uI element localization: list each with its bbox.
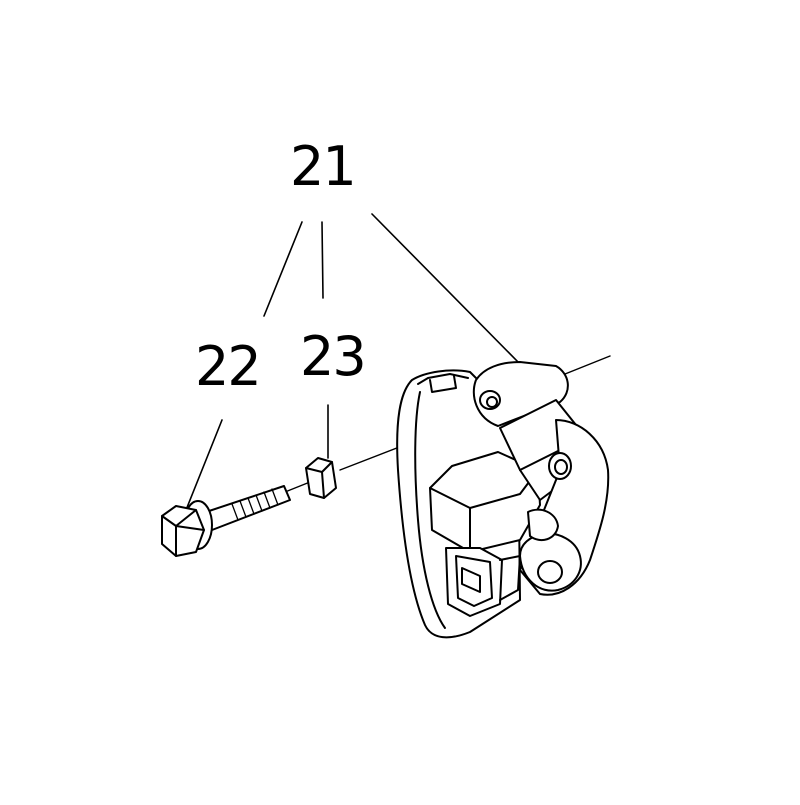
callout-sleeve-number: 23 (300, 325, 367, 388)
bracket-assembly (396, 361, 610, 639)
callout-bolt-number: 22 (195, 335, 262, 398)
leader-lines (185, 213, 523, 511)
sleeve-part (305, 457, 337, 499)
bolt-part (161, 485, 291, 557)
callout-assembly-number: 21 (290, 135, 357, 198)
